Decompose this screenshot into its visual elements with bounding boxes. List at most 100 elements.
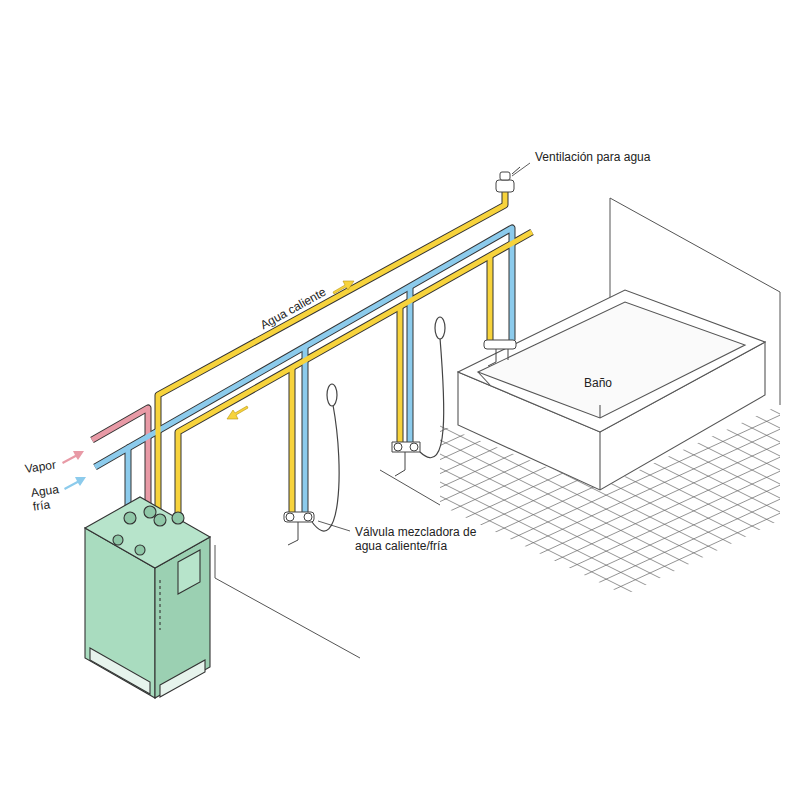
tile-line	[300, 644, 800, 800]
tile-line	[300, 0, 800, 102]
tile-line	[300, 6, 800, 256]
tile-line	[300, 706, 800, 800]
tile-line	[300, 98, 800, 328]
tile-line	[300, 538, 800, 788]
tile-line	[300, 650, 800, 800]
water-vent	[496, 167, 520, 192]
tile-line	[300, 34, 800, 284]
vent-label: Ventilación para agua	[535, 150, 650, 164]
tile-line	[300, 0, 800, 132]
tile-line	[300, 0, 800, 116]
tile-line	[300, 76, 800, 326]
tile-line	[300, 0, 800, 104]
tile-line	[300, 776, 800, 800]
flow-arrows	[227, 281, 354, 419]
tile-line	[300, 798, 800, 800]
tile-line	[300, 574, 800, 800]
tile-line	[300, 0, 800, 160]
floor-tiles	[300, 0, 800, 800]
tile-line	[300, 0, 800, 202]
tile-line	[300, 244, 800, 494]
tile-line	[300, 258, 800, 508]
tile-line	[300, 476, 800, 706]
tile-line	[300, 630, 800, 800]
tile-line	[300, 20, 800, 270]
tile-line	[300, 462, 800, 692]
tile-line	[300, 0, 800, 62]
tile-line	[300, 0, 800, 20]
tile-line	[300, 700, 800, 800]
tile-line	[300, 0, 800, 172]
tile-line	[300, 434, 800, 664]
tile-line	[300, 266, 800, 496]
tile-line	[300, 0, 800, 146]
tile-line	[300, 678, 800, 800]
tile-line	[300, 692, 800, 800]
room-label: Baño	[584, 376, 612, 390]
tile-line	[300, 0, 800, 144]
tile-line	[300, 720, 800, 800]
tile-line	[300, 0, 800, 186]
input-label: Vapor	[24, 458, 57, 476]
tile-line	[300, 518, 800, 748]
tile-line	[300, 454, 800, 704]
input-label: Agua fría	[30, 481, 68, 513]
cold-arrow	[64, 477, 86, 490]
tile-line	[300, 0, 800, 174]
tile-line	[300, 28, 800, 258]
tile-line	[300, 0, 800, 230]
tile-line	[300, 0, 800, 4]
tile-line	[300, 608, 800, 800]
tile-line	[300, 0, 800, 214]
tile-line	[300, 42, 800, 272]
tile-line	[300, 756, 800, 800]
tile-line	[300, 748, 800, 800]
tile-line	[300, 0, 800, 130]
tile-line	[300, 742, 800, 800]
tile-line	[300, 728, 800, 800]
tile-line	[300, 496, 800, 746]
tile-line	[300, 546, 800, 776]
faucets	[284, 340, 516, 545]
tile-line	[300, 566, 800, 800]
tile-line	[300, 0, 800, 6]
valve-label: Válvula mezcladora de agua caliente/fría	[355, 525, 483, 553]
tile-line	[300, 448, 800, 678]
tile-line	[300, 552, 800, 800]
tile-line	[300, 56, 800, 286]
tile-line	[300, 560, 800, 790]
steam-arrow	[62, 451, 84, 464]
tile-line	[300, 0, 800, 200]
tile-line	[300, 14, 800, 244]
tile-line	[300, 532, 800, 762]
tile-line	[300, 0, 800, 18]
tile-line	[300, 588, 800, 800]
tile-line	[300, 510, 800, 760]
bathtub	[458, 290, 765, 490]
tile-line	[300, 504, 800, 734]
tile-line	[300, 658, 800, 800]
tile-line	[300, 622, 800, 800]
tile-line	[300, 104, 800, 354]
tile-line	[300, 482, 800, 732]
tile-line	[300, 70, 800, 300]
tile-line	[300, 48, 800, 298]
tile-line	[300, 280, 800, 510]
tile-line	[300, 762, 800, 800]
showers	[312, 317, 445, 531]
tile-line	[300, 0, 800, 158]
tile-line	[300, 0, 800, 118]
tile-line	[300, 0, 800, 32]
tile-line	[300, 672, 800, 800]
tile-line	[300, 664, 800, 800]
tile-line	[300, 468, 800, 718]
tile-line	[300, 686, 800, 800]
tile-line	[300, 790, 800, 800]
tile-line	[300, 440, 800, 690]
tile-line	[300, 594, 800, 800]
tile-line	[300, 616, 800, 800]
water-heater	[85, 497, 210, 698]
tile-line	[300, 714, 800, 800]
